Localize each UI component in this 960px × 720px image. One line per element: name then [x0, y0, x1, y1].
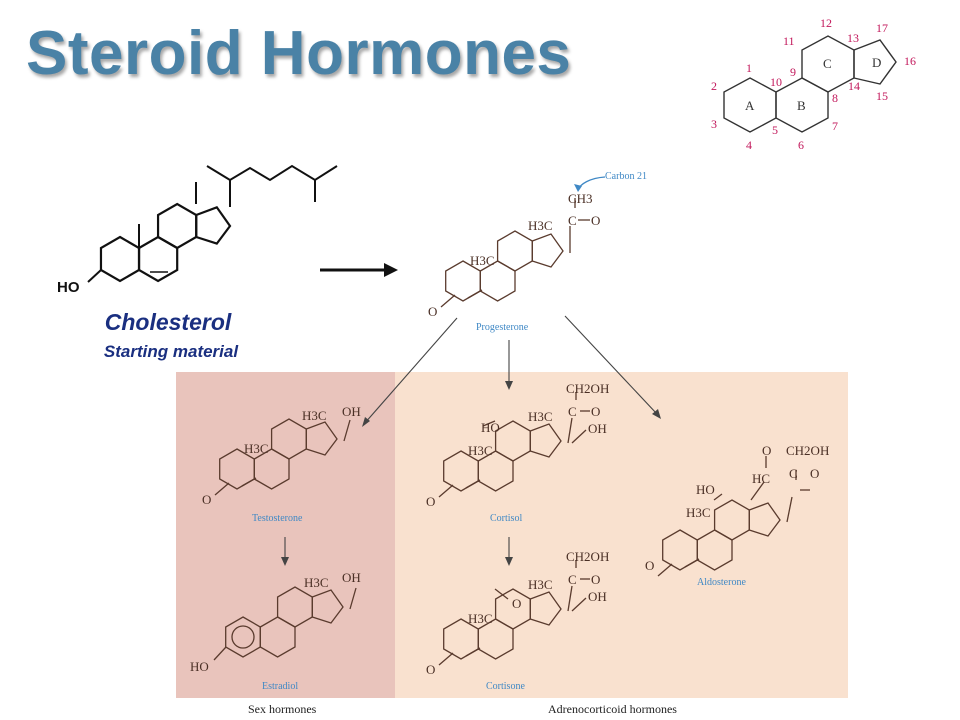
aldosterone-aldehyde-o: O [762, 443, 771, 458]
sex-hormones-caption: Sex hormones [248, 702, 317, 716]
aldosterone-hc: HC [752, 471, 770, 486]
carbon-number: 12 [820, 16, 832, 30]
estradiol-methyl: H3C [304, 575, 329, 590]
adrenocorticoid-panel [395, 372, 848, 698]
cortisol-ch2oh: CH2OH [566, 381, 609, 396]
carbon-number: 17 [876, 21, 888, 35]
progesterone-name: Progesterone [476, 322, 529, 333]
cholesterol-subtitle: Starting material [104, 342, 239, 361]
cholesterol-name: Cholesterol [105, 309, 232, 335]
cholesterol-hydroxyl-label: HO [57, 279, 80, 296]
carbon-21-arrowhead [574, 184, 582, 192]
carbon-number: 7 [832, 119, 838, 133]
cortisone-ketone-o: O [426, 662, 435, 677]
carbon-numbers: 1 2 3 4 5 6 7 8 9 10 11 12 13 14 15 16 1… [711, 16, 916, 152]
carbon-number: 2 [711, 79, 717, 93]
progesterone-carbonyl-o: O [591, 213, 600, 228]
cortisone-methyl: H3C [528, 577, 553, 592]
cortisol-name: Cortisol [490, 513, 522, 524]
cortisol-17-hydroxyl: OH [588, 421, 607, 436]
testosterone-methyl: H3C [302, 408, 327, 423]
progesterone-ch3: CH3 [568, 191, 593, 206]
cortisol-methyl: H3C [528, 409, 553, 424]
cortisol-11-hydroxyl: HO [481, 420, 500, 435]
aldosterone-methyl: H3C [686, 505, 711, 520]
cortisone-17-hydroxyl: OH [588, 589, 607, 604]
testosterone-structure [214, 418, 351, 496]
estradiol-hydroxyl-ring: HO [190, 659, 209, 674]
progesterone-methyl: H3C [470, 253, 495, 268]
testosterone-name: Testosterone [252, 513, 303, 524]
ring-letters: A B C D [745, 55, 881, 113]
progesterone-carbonyl-c: C [568, 213, 577, 228]
estradiol-hydroxyl: OH [342, 570, 361, 585]
cortisol-methyl: H3C [468, 443, 493, 458]
slide-title: Steroid Hormones [26, 19, 572, 88]
ring-a-label: A [745, 98, 755, 113]
cortisol-ketone-o: O [426, 494, 435, 509]
cortisone-name: Cortisone [486, 681, 525, 692]
pathway-arrows [281, 315, 661, 566]
cortisol-structure [438, 392, 590, 498]
carbon-21-callout: Carbon 21 [605, 171, 647, 182]
carbon-number: 11 [783, 34, 795, 48]
carbon-number: 3 [711, 117, 717, 131]
cortisone-11-ketone-o: O [512, 596, 521, 611]
aldosterone-carbonyl-c: C [789, 466, 798, 481]
ring-c-label: C [823, 56, 832, 71]
carbon-number: 5 [772, 123, 778, 137]
cortisol-carbonyl-c: C [568, 404, 577, 419]
testosterone-hydroxyl: OH [342, 404, 361, 419]
cortisone-ch2oh: CH2OH [566, 549, 609, 564]
testosterone-ketone-o: O [202, 492, 211, 507]
carbon-number: 8 [832, 91, 838, 105]
estradiol-structure [213, 586, 357, 661]
carbon-number: 6 [798, 138, 804, 152]
cortisone-carbonyl-c: C [568, 572, 577, 587]
testosterone-methyl: H3C [244, 441, 269, 456]
adrenocorticoid-caption: Adrenocorticoid hormones [548, 702, 677, 716]
carbon-number: 15 [876, 89, 888, 103]
ring-b-label: B [797, 98, 806, 113]
aldosterone-carbonyl-o: O [810, 466, 819, 481]
carbon-number: 1 [746, 61, 752, 75]
sex-hormones-panel [176, 372, 395, 698]
carbon-number: 10 [770, 75, 782, 89]
aldosterone-hydroxyl: HO [696, 482, 715, 497]
aldosterone-name: Aldosterone [697, 577, 746, 588]
cortisone-carbonyl-o: O [591, 572, 600, 587]
carbon-number: 4 [746, 138, 752, 152]
cortisol-carbonyl-o: O [591, 404, 600, 419]
steroid-numbering-diagram [723, 35, 897, 133]
carbon-number: 13 [847, 31, 859, 45]
carbon-number: 9 [790, 65, 796, 79]
carbon-number: 16 [904, 54, 916, 68]
estradiol-name: Estradiol [262, 681, 298, 692]
aldosterone-structure [657, 456, 810, 577]
conversion-arrow [320, 263, 398, 277]
progesterone-ketone-o: O [428, 304, 437, 319]
aldosterone-ketone-o: O [645, 558, 654, 573]
cortisone-structure [438, 560, 590, 666]
ring-d-label: D [872, 55, 881, 70]
progesterone-methyl: H3C [528, 218, 553, 233]
carbon-number: 14 [848, 79, 860, 93]
aldosterone-ch2oh: CH2OH [786, 443, 829, 458]
cortisone-methyl: H3C [468, 611, 493, 626]
cholesterol-structure [87, 164, 338, 283]
